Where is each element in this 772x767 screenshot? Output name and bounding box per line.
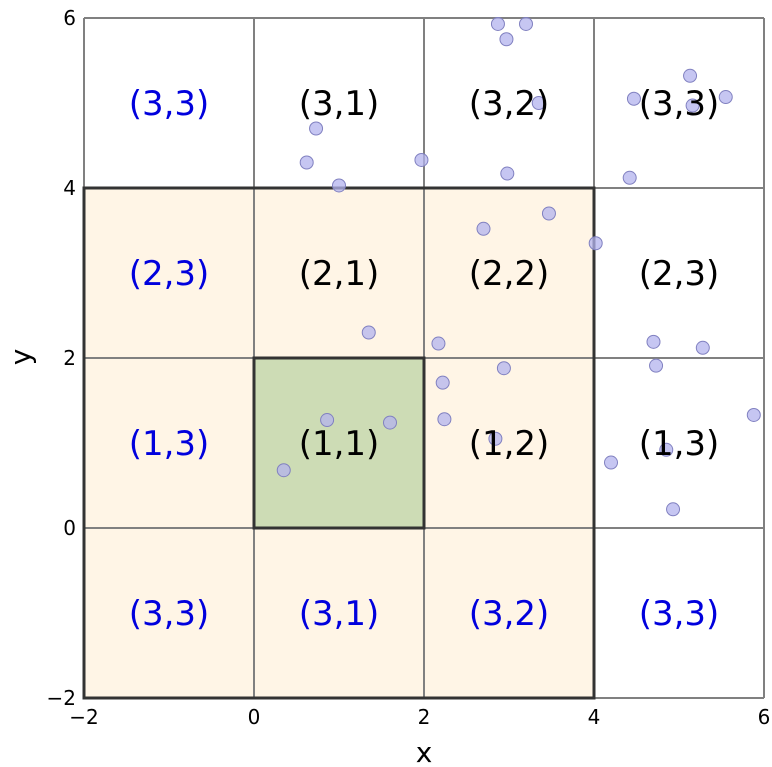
cell-label: (3,2) [469, 594, 550, 634]
scatter-point [383, 415, 397, 430]
scatter-point [646, 334, 661, 349]
scatter-point [519, 16, 533, 31]
y-tick-label: 0 [63, 516, 76, 540]
tick-labels-layer: −2 0 2 4 6 −2 0 2 4 6 [47, 6, 771, 729]
scatter-point [499, 32, 514, 47]
scatter-point [695, 340, 710, 355]
cell-label: (2,1) [299, 254, 380, 294]
cell-label: (3,2) [469, 84, 550, 124]
cell-label: (3,3) [639, 84, 720, 124]
scatter-point [531, 96, 546, 110]
x-tick-label: 4 [588, 705, 601, 729]
cell-label: (3,3) [129, 84, 210, 124]
scatter-point [500, 166, 515, 181]
x-tick-label: 2 [418, 705, 431, 729]
cell-label: (3,1) [299, 594, 380, 634]
scatter-point [659, 442, 674, 457]
scatter-point [490, 16, 505, 31]
scatter-point [414, 152, 429, 167]
cell-label: (3,3) [639, 594, 720, 634]
cell-label: (1,1) [299, 424, 380, 464]
x-tick-label: 6 [758, 705, 771, 729]
cell-label: (3,3) [129, 594, 210, 634]
cell-label: (2,3) [639, 254, 720, 294]
x-tick-label: 0 [248, 705, 261, 729]
scatter-point [746, 407, 761, 422]
scatter-point [488, 431, 503, 446]
scatter-point [276, 463, 291, 478]
scatter-point [683, 68, 698, 83]
region-border-inner [252, 356, 426, 530]
scatter-point [332, 178, 346, 193]
scatter-point [437, 412, 452, 427]
x-tick-label: −2 [69, 705, 98, 729]
scatter-point [622, 170, 637, 185]
scatter-point [604, 455, 618, 470]
y-tick-label: −2 [47, 686, 76, 710]
scatter-point [588, 236, 603, 251]
y-tick-label: 4 [63, 176, 76, 200]
scatter-point [431, 336, 446, 351]
y-tick-label: 2 [63, 346, 76, 370]
scatter-point [685, 98, 700, 113]
scatter-point [541, 206, 556, 221]
scatter-point [718, 90, 733, 105]
scatter-point [309, 121, 324, 136]
scatter-point [435, 375, 450, 390]
scatter-point [476, 221, 491, 236]
scatter-point [666, 502, 681, 517]
cell-label: (3,1) [299, 84, 380, 124]
region-inner [254, 358, 424, 528]
scatter-point [320, 413, 335, 428]
y-tick-label: 6 [63, 6, 76, 30]
scatter-point [649, 358, 664, 373]
y-axis-title: y [4, 349, 37, 366]
cell-label: (1,3) [129, 424, 210, 464]
scatter-point [299, 155, 314, 170]
cell-label: (2,2) [469, 254, 550, 294]
regions-layer [84, 188, 594, 698]
scatter-point [496, 361, 511, 376]
cell-label: (2,3) [129, 254, 210, 294]
scatter-point [626, 91, 641, 106]
grid-layer [82, 17, 765, 700]
x-axis-title: x [416, 736, 433, 767]
cell-label: (1,3) [639, 424, 720, 464]
cell-labels-layer: (3,3) (3,1) (3,2) (3,3) (2,3) (2,1) (2,2) (2,3)… [129, 84, 720, 634]
scatter-point [361, 325, 376, 340]
points-layer [276, 16, 761, 517]
cell-label: (1,2) [469, 424, 550, 464]
